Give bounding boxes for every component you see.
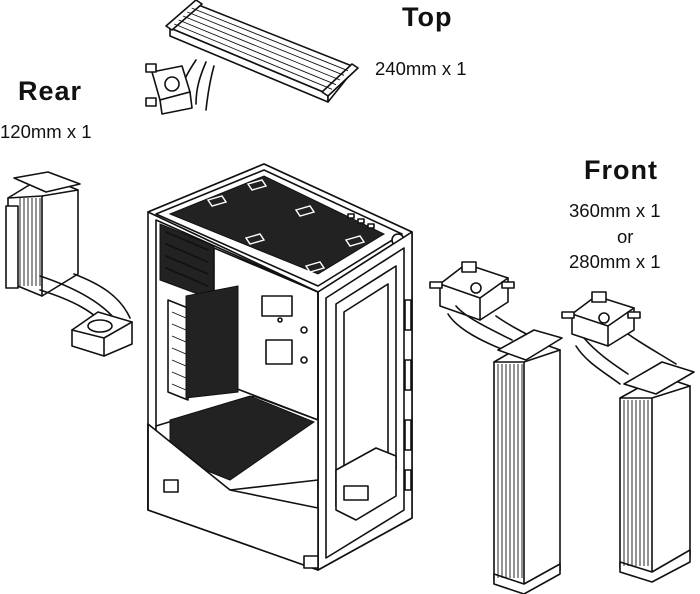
top-title: Top <box>402 2 453 32</box>
front-radiator-280 <box>561 291 695 583</box>
front-280-pump-icon <box>571 295 635 347</box>
top-radiator-240 <box>145 0 359 115</box>
front-connector-or: or <box>617 226 634 247</box>
top-spec: 240mm x 1 <box>375 58 467 79</box>
front-title: Front <box>584 155 658 185</box>
front-radiator-360 <box>429 261 563 594</box>
rear-title: Rear <box>18 76 83 106</box>
front-spec-360: 360mm x 1 <box>569 200 661 221</box>
pc-case <box>147 163 413 571</box>
rear-spec: 120mm x 1 <box>0 121 92 142</box>
rear-radiator-120 <box>5 171 133 357</box>
front-spec-280: 280mm x 1 <box>569 251 661 272</box>
rear-pump-icon <box>71 311 133 357</box>
